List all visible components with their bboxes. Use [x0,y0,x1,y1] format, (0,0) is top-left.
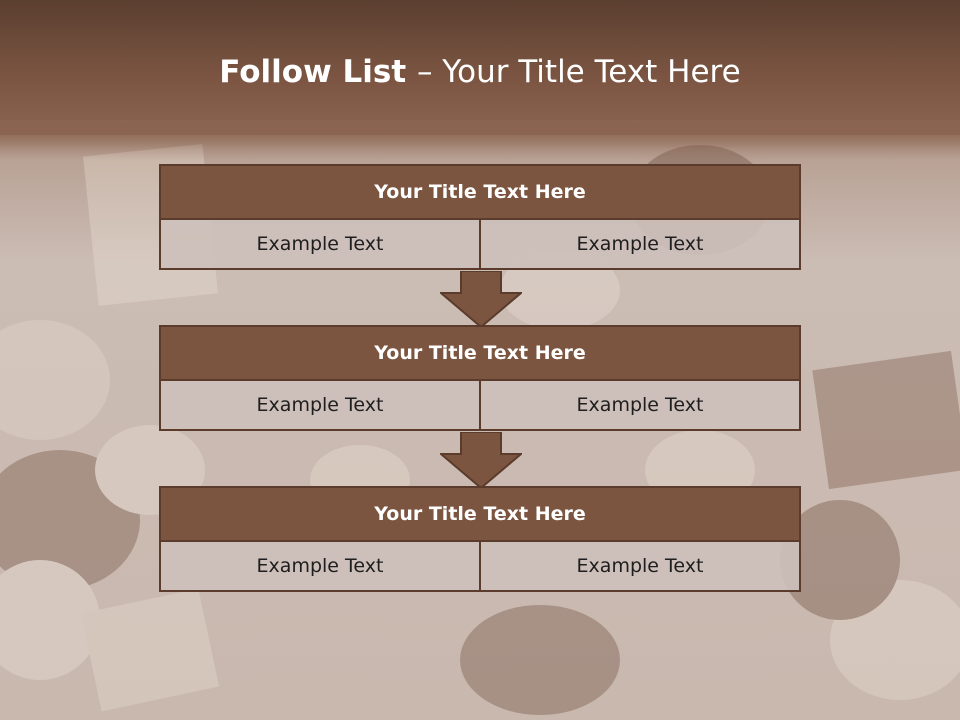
block-cell-right: Example Text [481,542,801,592]
slide-title: Follow List – Your Title Text Here [0,54,960,90]
block-row: Example Text Example Text [159,381,801,431]
down-arrow-icon [440,432,522,490]
block-cell-right: Example Text [481,220,801,270]
blurred-candy-10 [780,500,900,620]
header-band [0,0,960,135]
blurred-candy-6 [500,250,620,330]
slide-title-bold: Follow List [219,54,417,90]
slide-title-rest: – Your Title Text Here [416,54,741,90]
blurred-candy-5 [80,588,220,712]
blurred-candy-1 [0,320,110,440]
block-cell-left: Example Text [159,381,481,431]
blurred-candy-9 [830,580,960,700]
block-title: Your Title Text Here [159,486,801,542]
block-title: Your Title Text Here [159,164,801,220]
blurred-candy-4 [0,560,100,680]
blurred-candy-8 [812,350,960,490]
down-arrow-icon [440,271,522,329]
block-cell-left: Example Text [159,542,481,592]
follow-block-2: Your Title Text Here Example Text Exampl… [159,325,801,431]
follow-block-3: Your Title Text Here Example Text Exampl… [159,486,801,592]
blurred-candy-11 [460,605,620,715]
blurred-candy-2 [0,450,140,590]
block-row: Example Text Example Text [159,542,801,592]
block-row: Example Text Example Text [159,220,801,270]
block-title: Your Title Text Here [159,325,801,381]
header-fade [0,120,960,160]
follow-block-1: Your Title Text Here Example Text Exampl… [159,164,801,270]
block-cell-right: Example Text [481,381,801,431]
block-cell-left: Example Text [159,220,481,270]
